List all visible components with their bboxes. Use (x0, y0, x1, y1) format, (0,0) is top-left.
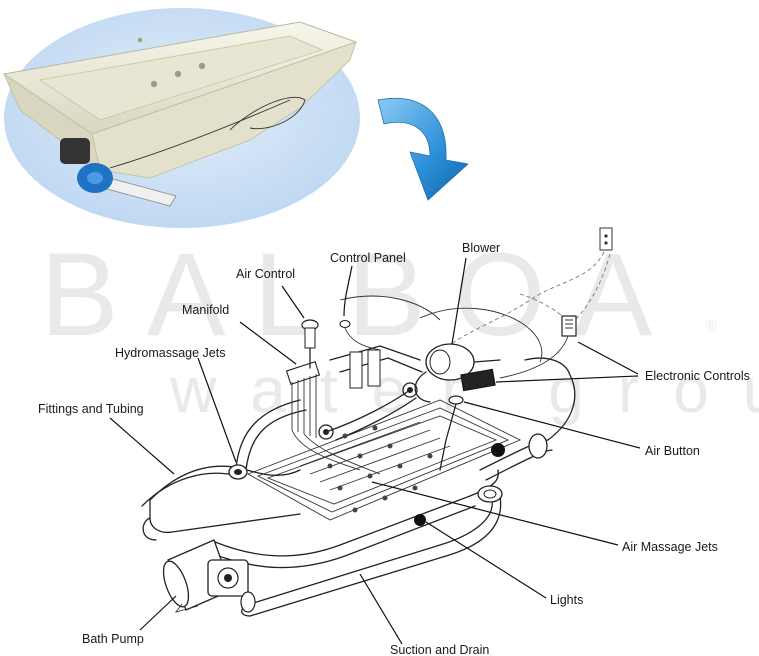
tub-photo (2, 8, 360, 228)
leader-blower (451, 257, 467, 345)
leader-suction-and-drain (359, 573, 403, 645)
tub-pump-motor (60, 138, 90, 164)
watermark-brand: BALBOA (40, 229, 680, 361)
leader-bath-pump (139, 595, 177, 631)
label-hydromassage-jets: Hydromassage Jets (115, 346, 225, 360)
label-bath-pump: Bath Pump (82, 632, 144, 646)
leader-control-panel (343, 265, 353, 317)
leader-electronic-controls-b (495, 375, 639, 383)
watermark-registered: ® (706, 317, 717, 333)
leader-air-button (463, 401, 641, 449)
label-blower: Blower (462, 241, 500, 255)
label-air-massage-jets: Air Massage Jets (622, 540, 718, 554)
label-lights: Lights (550, 593, 583, 607)
label-manifold: Manifold (182, 303, 229, 317)
label-air-control: Air Control (236, 267, 295, 281)
curved-arrow-icon (377, 97, 469, 201)
bath-pump (162, 539, 256, 613)
leader-hydromassage-jets (197, 357, 237, 463)
label-air-button: Air Button (645, 444, 700, 458)
label-fittings-and-tubing: Fittings and Tubing (38, 402, 144, 416)
plumbing-diagram (141, 227, 613, 617)
leader-electronic-controls-a (577, 341, 639, 375)
leader-lights (425, 521, 547, 599)
label-control-panel: Control Panel (330, 251, 406, 265)
callout-labels: Control Panel Blower Air Control Manifol… (38, 241, 750, 656)
leader-manifold (239, 321, 297, 365)
air-jet-grid (299, 421, 451, 513)
leader-lines (109, 257, 641, 645)
leader-fittings-and-tubing (109, 417, 175, 475)
label-suction-and-drain: Suction and Drain (390, 643, 489, 656)
leader-air-control (281, 285, 305, 319)
leader-air-massage-jets (371, 481, 619, 546)
label-electronic-controls: Electronic Controls (645, 369, 750, 383)
